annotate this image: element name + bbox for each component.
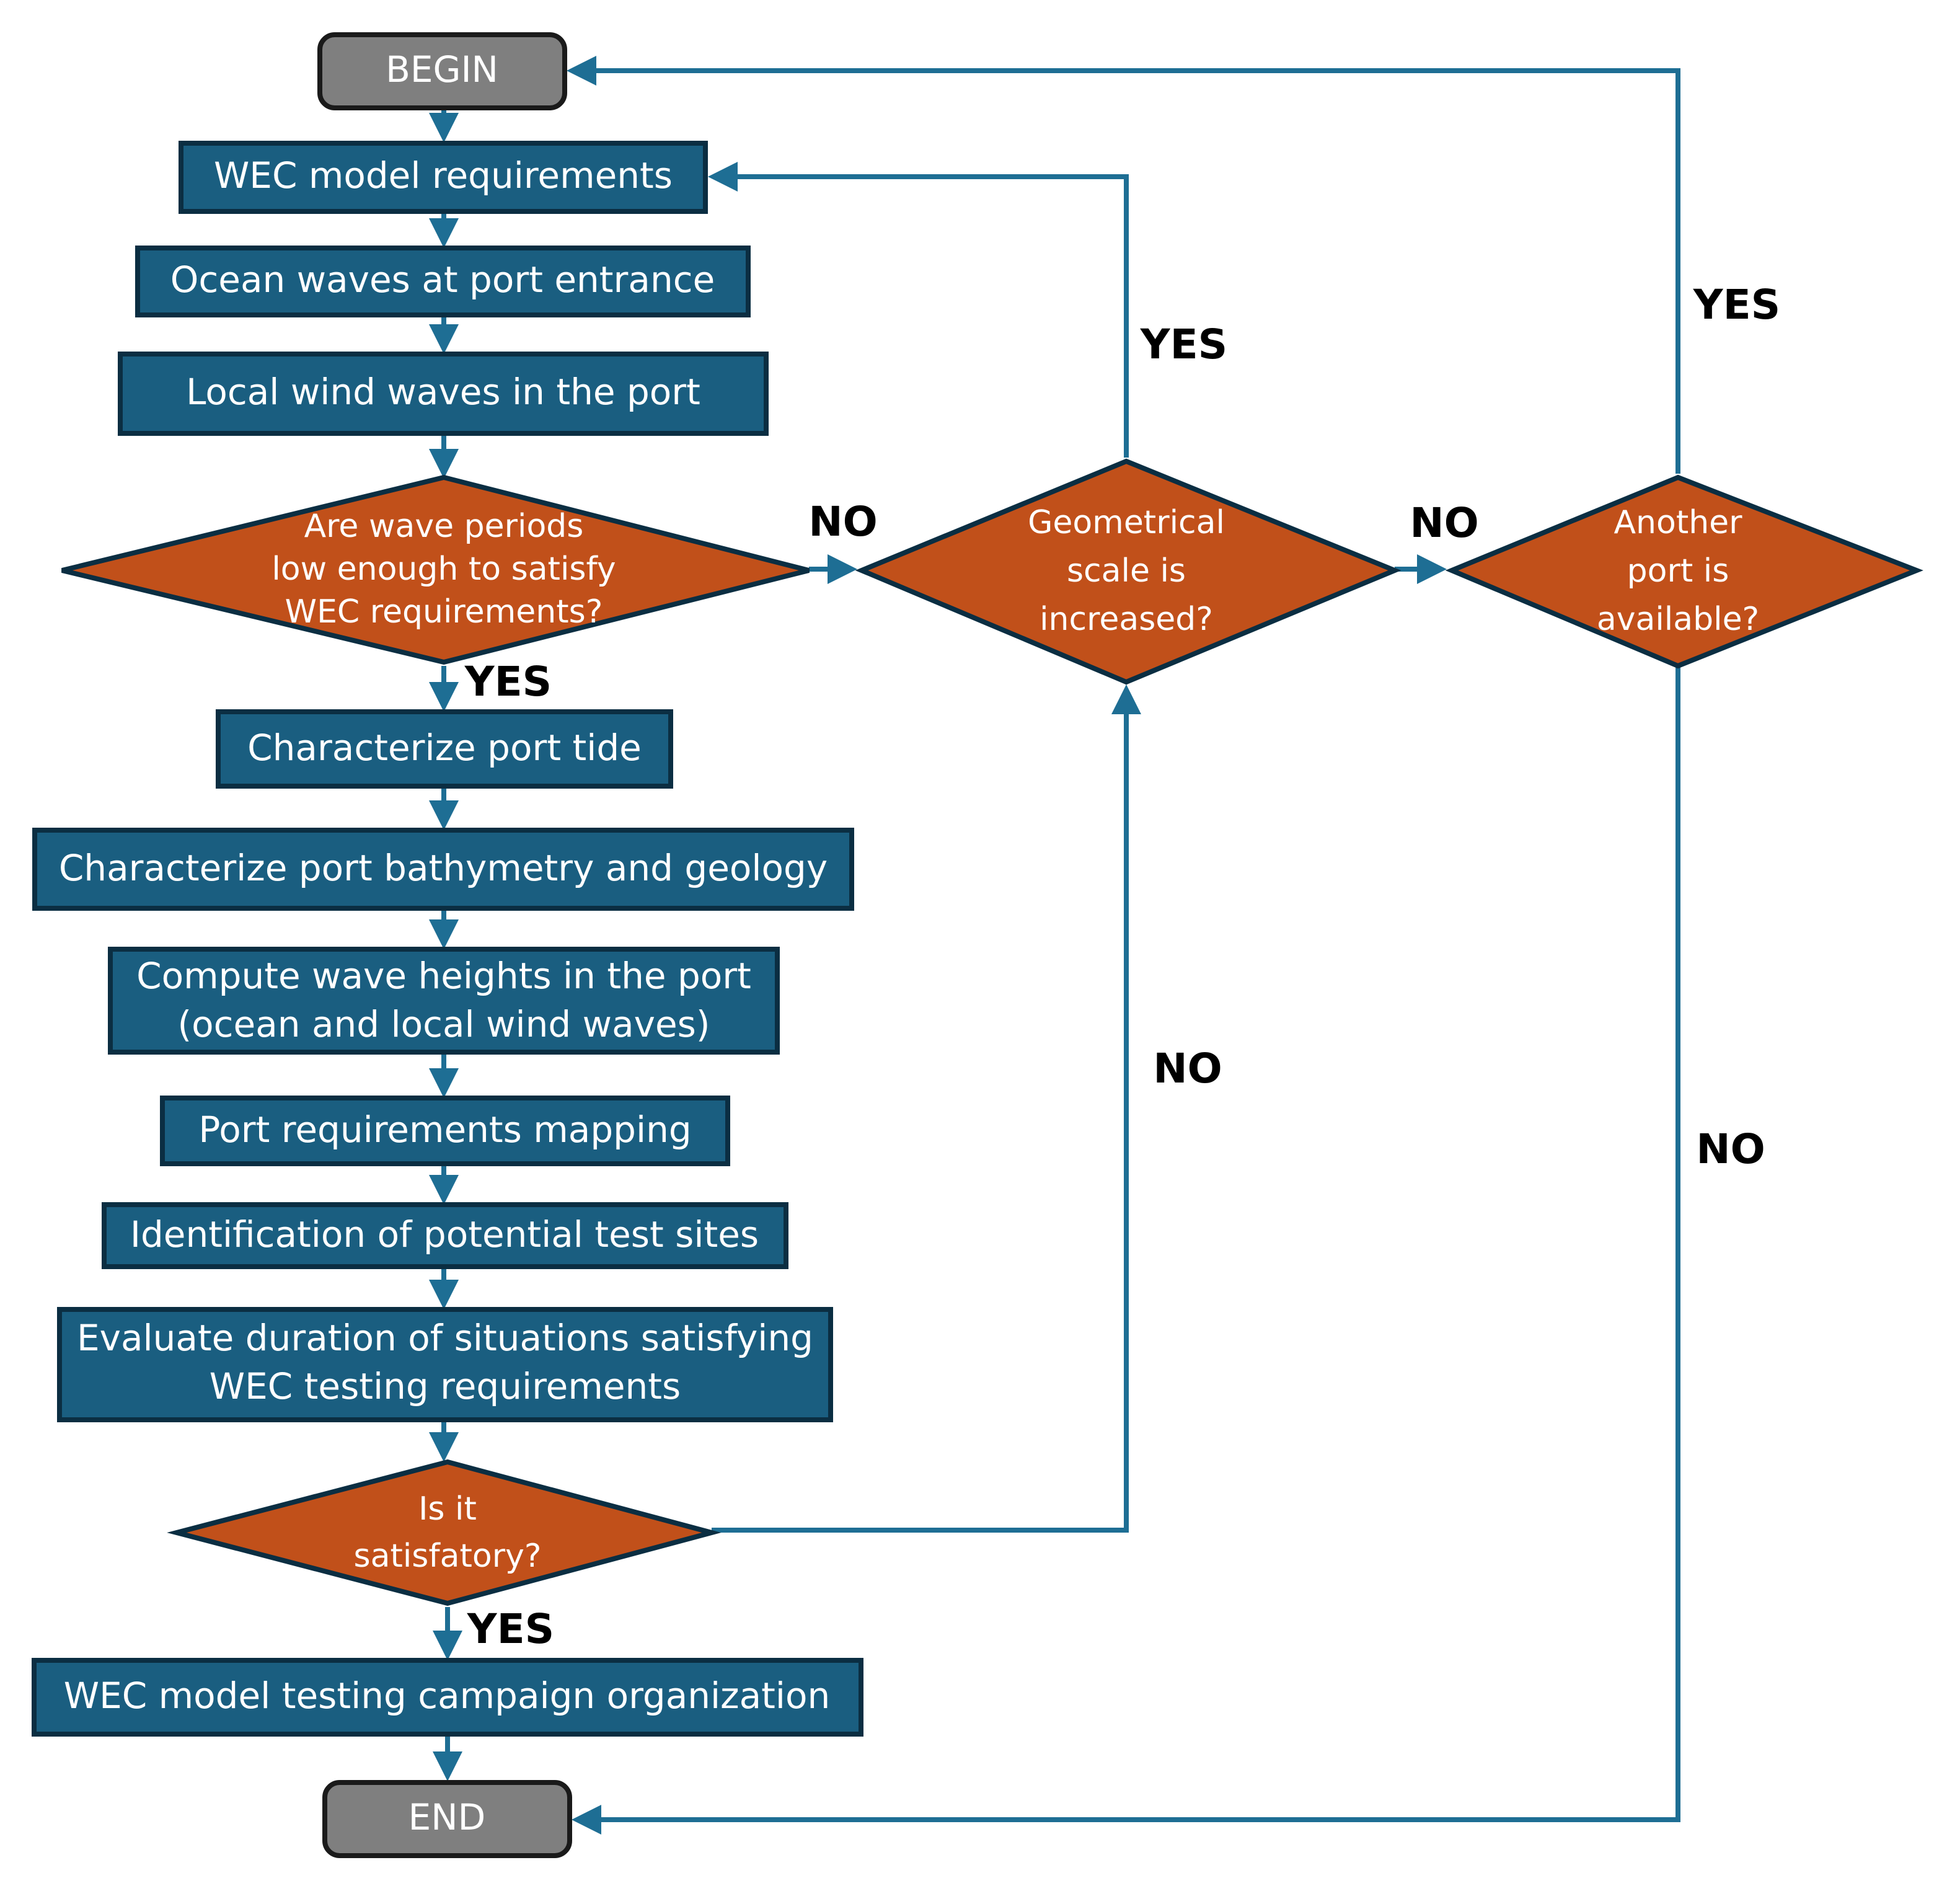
characterize-bathymetry-shape [32,828,854,911]
edge-label-scale-no: NO [1410,499,1478,547]
ocean-waves-label: Ocean waves at port entrance [170,259,715,301]
end-shape [322,1780,572,1858]
evaluate-duration-label-line-1: Evaluate duration of situations satisfyi… [77,1317,813,1359]
characterize-tide-box: Characterize port tide [216,709,673,789]
port-requirements-mapping-shape [160,1096,730,1166]
evaluate-duration-shape [57,1307,833,1422]
wec-model-requirements-label: WEC model requirements [214,154,673,197]
edge-label-another-port-no: NO [1696,1125,1765,1173]
decision-scale: Geometrical scale is increased? [855,458,1402,685]
compute-wave-heights-shape [108,947,780,1055]
local-wind-waves-shape [118,352,769,436]
campaign-organization-label: WEC model testing campaign organization [64,1675,831,1717]
edge-label-another-port-yes: YES [1693,281,1780,329]
local-wind-waves-label: Local wind waves in the port [186,371,700,413]
edge-label-wave-periods-no: NO [808,498,877,546]
evaluate-duration-box: Evaluate duration of situations satisfyi… [57,1307,833,1422]
decision-scale-label-line-1: Geometrical [1028,504,1225,541]
ocean-waves-box: Ocean waves at port entrance [135,246,751,317]
edge-label-scale-yes: YES [1140,321,1227,368]
connector-scale-yes-to-wec-requirements [708,162,1129,458]
connectors [429,56,1680,1835]
decision-satisfactory-label-line-1: Is it [418,1490,477,1528]
identification-sites-box: Identification of potential test sites [102,1202,788,1269]
wec-model-requirements-shape [179,141,708,214]
port-requirements-mapping-label: Port requirements mapping [198,1109,691,1151]
campaign-organization-shape [32,1658,863,1737]
port-requirements-mapping-box: Port requirements mapping [160,1096,730,1166]
edge-label-wave-periods-yes: YES [464,658,552,706]
decision-another-port: Another port is available? [1445,474,1923,669]
evaluate-duration-label-line-2: WEC testing requirements [210,1365,681,1407]
identification-sites-shape [102,1202,788,1269]
compute-wave-heights-label-line-1: Compute wave heights in the port [136,955,751,997]
edge-label-satisfactory-no: NO [1153,1045,1222,1092]
edge-labels: NO YES YES NO YES NO YES NO [464,281,1780,1653]
decision-wave-periods-shape [61,474,810,665]
connector-another-port-no-to-end [572,666,1680,1835]
decision-wave-periods-label-line-2: low enough to satisfy [272,551,616,588]
compute-wave-heights-box: Compute wave heights in the port (ocean … [108,947,780,1055]
decision-wave-periods-label-line-3: WEC requirements? [285,593,603,631]
decision-scale-label-line-2: scale is [1067,552,1186,590]
connector-satisfactory-no-to-scale [712,684,1141,1533]
wec-model-requirements-box: WEC model requirements [179,141,708,214]
compute-wave-heights-label-line-2: (ocean and local wind waves) [178,1003,710,1045]
begin-terminal: BEGIN [317,32,567,110]
edge-label-satisfactory-yes: YES [467,1605,554,1653]
decision-another-port-label-line-3: available? [1597,601,1759,638]
decision-another-port-label-line-1: Another [1614,504,1742,541]
identification-sites-label: Identification of potential test sites [130,1213,759,1255]
decision-wave-periods-label-line-1: Are wave periods [304,508,584,545]
end-terminal: END [322,1780,572,1858]
local-wind-waves-box: Local wind waves in the port [118,352,769,436]
decision-satisfactory-label-line-2: satisfatory? [353,1538,541,1575]
characterize-tide-label: Characterize port tide [247,727,642,769]
decision-satisfactory-shape [167,1459,722,1606]
characterize-bathymetry-box: Characterize port bathymetry and geology [32,828,854,911]
decision-another-port-shape [1445,474,1923,669]
begin-label: BEGIN [386,48,498,91]
decision-scale-shape [855,458,1402,685]
ocean-waves-shape [135,246,751,317]
begin-shape [317,32,567,110]
end-label: END [408,1796,486,1838]
decision-another-port-label-line-2: port is [1627,552,1729,590]
decision-satisfactory: Is it satisfatory? [167,1459,722,1606]
characterize-tide-shape [216,709,673,789]
campaign-organization-box: WEC model testing campaign organization [32,1658,863,1737]
decision-scale-label-line-3: increased? [1040,601,1213,638]
characterize-bathymetry-label: Characterize port bathymetry and geology [59,847,828,889]
decision-wave-periods: Are wave periods low enough to satisfy W… [61,474,810,665]
connector-another-port-yes-to-begin [567,56,1680,474]
